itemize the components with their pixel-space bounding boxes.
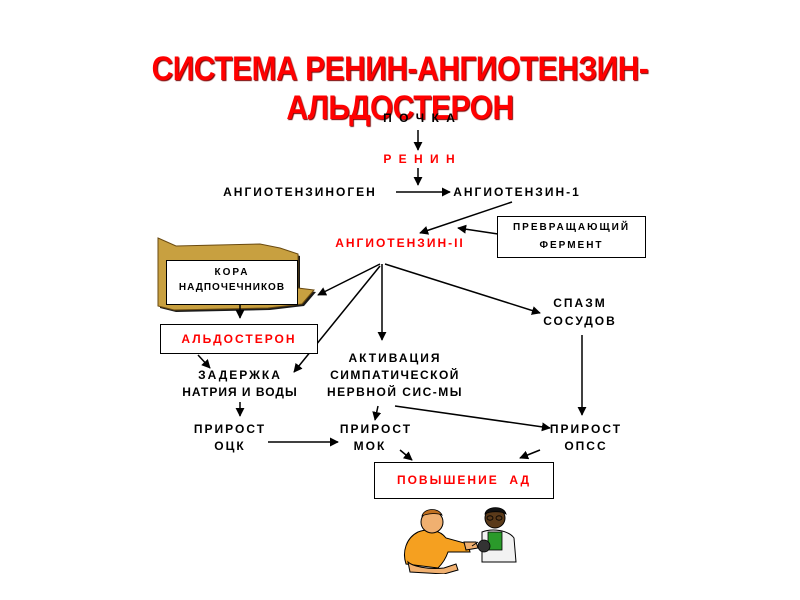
bp-rise-box: ПОВЫШЕНИЕ АД [374,462,554,499]
node-sympathetic-line-1: АКТИВАЦИЯ [348,351,442,365]
cortex-line-2: НАДПОЧЕЧНИКОВ [178,282,286,293]
node-ock-line-2: ОЦК [214,439,246,453]
node-sympathetic-line-3: НЕРВНОЙ СИС-МЫ [327,385,463,399]
node-kidney: П О Ч К А [383,111,457,125]
node-renin: Р Е Н И Н [383,152,457,166]
doctor-figure [471,507,517,563]
arrow-ang2-retention [293,265,381,373]
arrow-sympathetic-mok [372,405,382,421]
node-ock-line-1: ПРИРОСТ [193,422,267,436]
arrow-ang1-ang2 [419,201,513,235]
arrow-sympathetic-opss [394,405,551,432]
doctor-patient-illustration [404,507,517,574]
node-angiotensin-1: АНГИОТЕНЗИН-1 [453,185,581,199]
node-opss-line-1: ПРИРОСТ [549,422,623,436]
diagram-title: СИСТЕМА РЕНИН-АНГИОТЕНЗИН-АЛЬДОСТЕРОН [151,50,649,127]
bp-rise-label: ПОВЫШЕНИЕ АД [396,473,532,487]
ace-enzyme-box: ПРЕВРАЩАЮЩИЙ ФЕРМЕНТ [497,216,646,258]
aldosterone-label: АЛЬДОСТЕРОН [181,332,297,346]
cortex-line-1: КОРА [214,267,250,278]
arrow-aldosterone-retention [197,354,211,369]
arrow-mok-bp [399,449,413,461]
node-spasm-line-2: СОСУДОВ [543,314,617,328]
aldosterone-box: АЛЬДОСТЕРОН [160,324,318,354]
adrenal-cortex-box: КОРА НАДПОЧЕЧНИКОВ [166,260,298,305]
node-mok-line-2: МОК [353,439,387,453]
arrow-ace-ang2 [457,224,499,235]
node-angiotensinogen: АНГИОТЕНЗИНОГЕН [223,185,377,199]
ace-line-1: ПРЕВРАЩАЮЩИЙ [512,222,631,233]
node-retention-line-1: ЗАДЕРЖКА [198,368,282,382]
ace-line-2: ФЕРМЕНТ [539,240,604,251]
node-angiotensin-2: АНГИОТЕНЗИН-II [335,236,465,250]
patient-figure [404,509,479,574]
node-mok-line-1: ПРИРОСТ [339,422,413,436]
node-sympathetic-line-2: СИМПАТИЧЕСКОЙ [330,368,460,382]
arrow-opss-bp [519,449,541,460]
arrow-ang2-cortex [317,263,381,296]
node-spasm-line-1: СПАЗМ [553,296,607,310]
arrow-ang2-spasm [384,263,541,315]
node-opss-line-2: ОПСС [564,439,608,453]
node-retention-line-2: НАТРИЯ И ВОДЫ [182,385,298,399]
